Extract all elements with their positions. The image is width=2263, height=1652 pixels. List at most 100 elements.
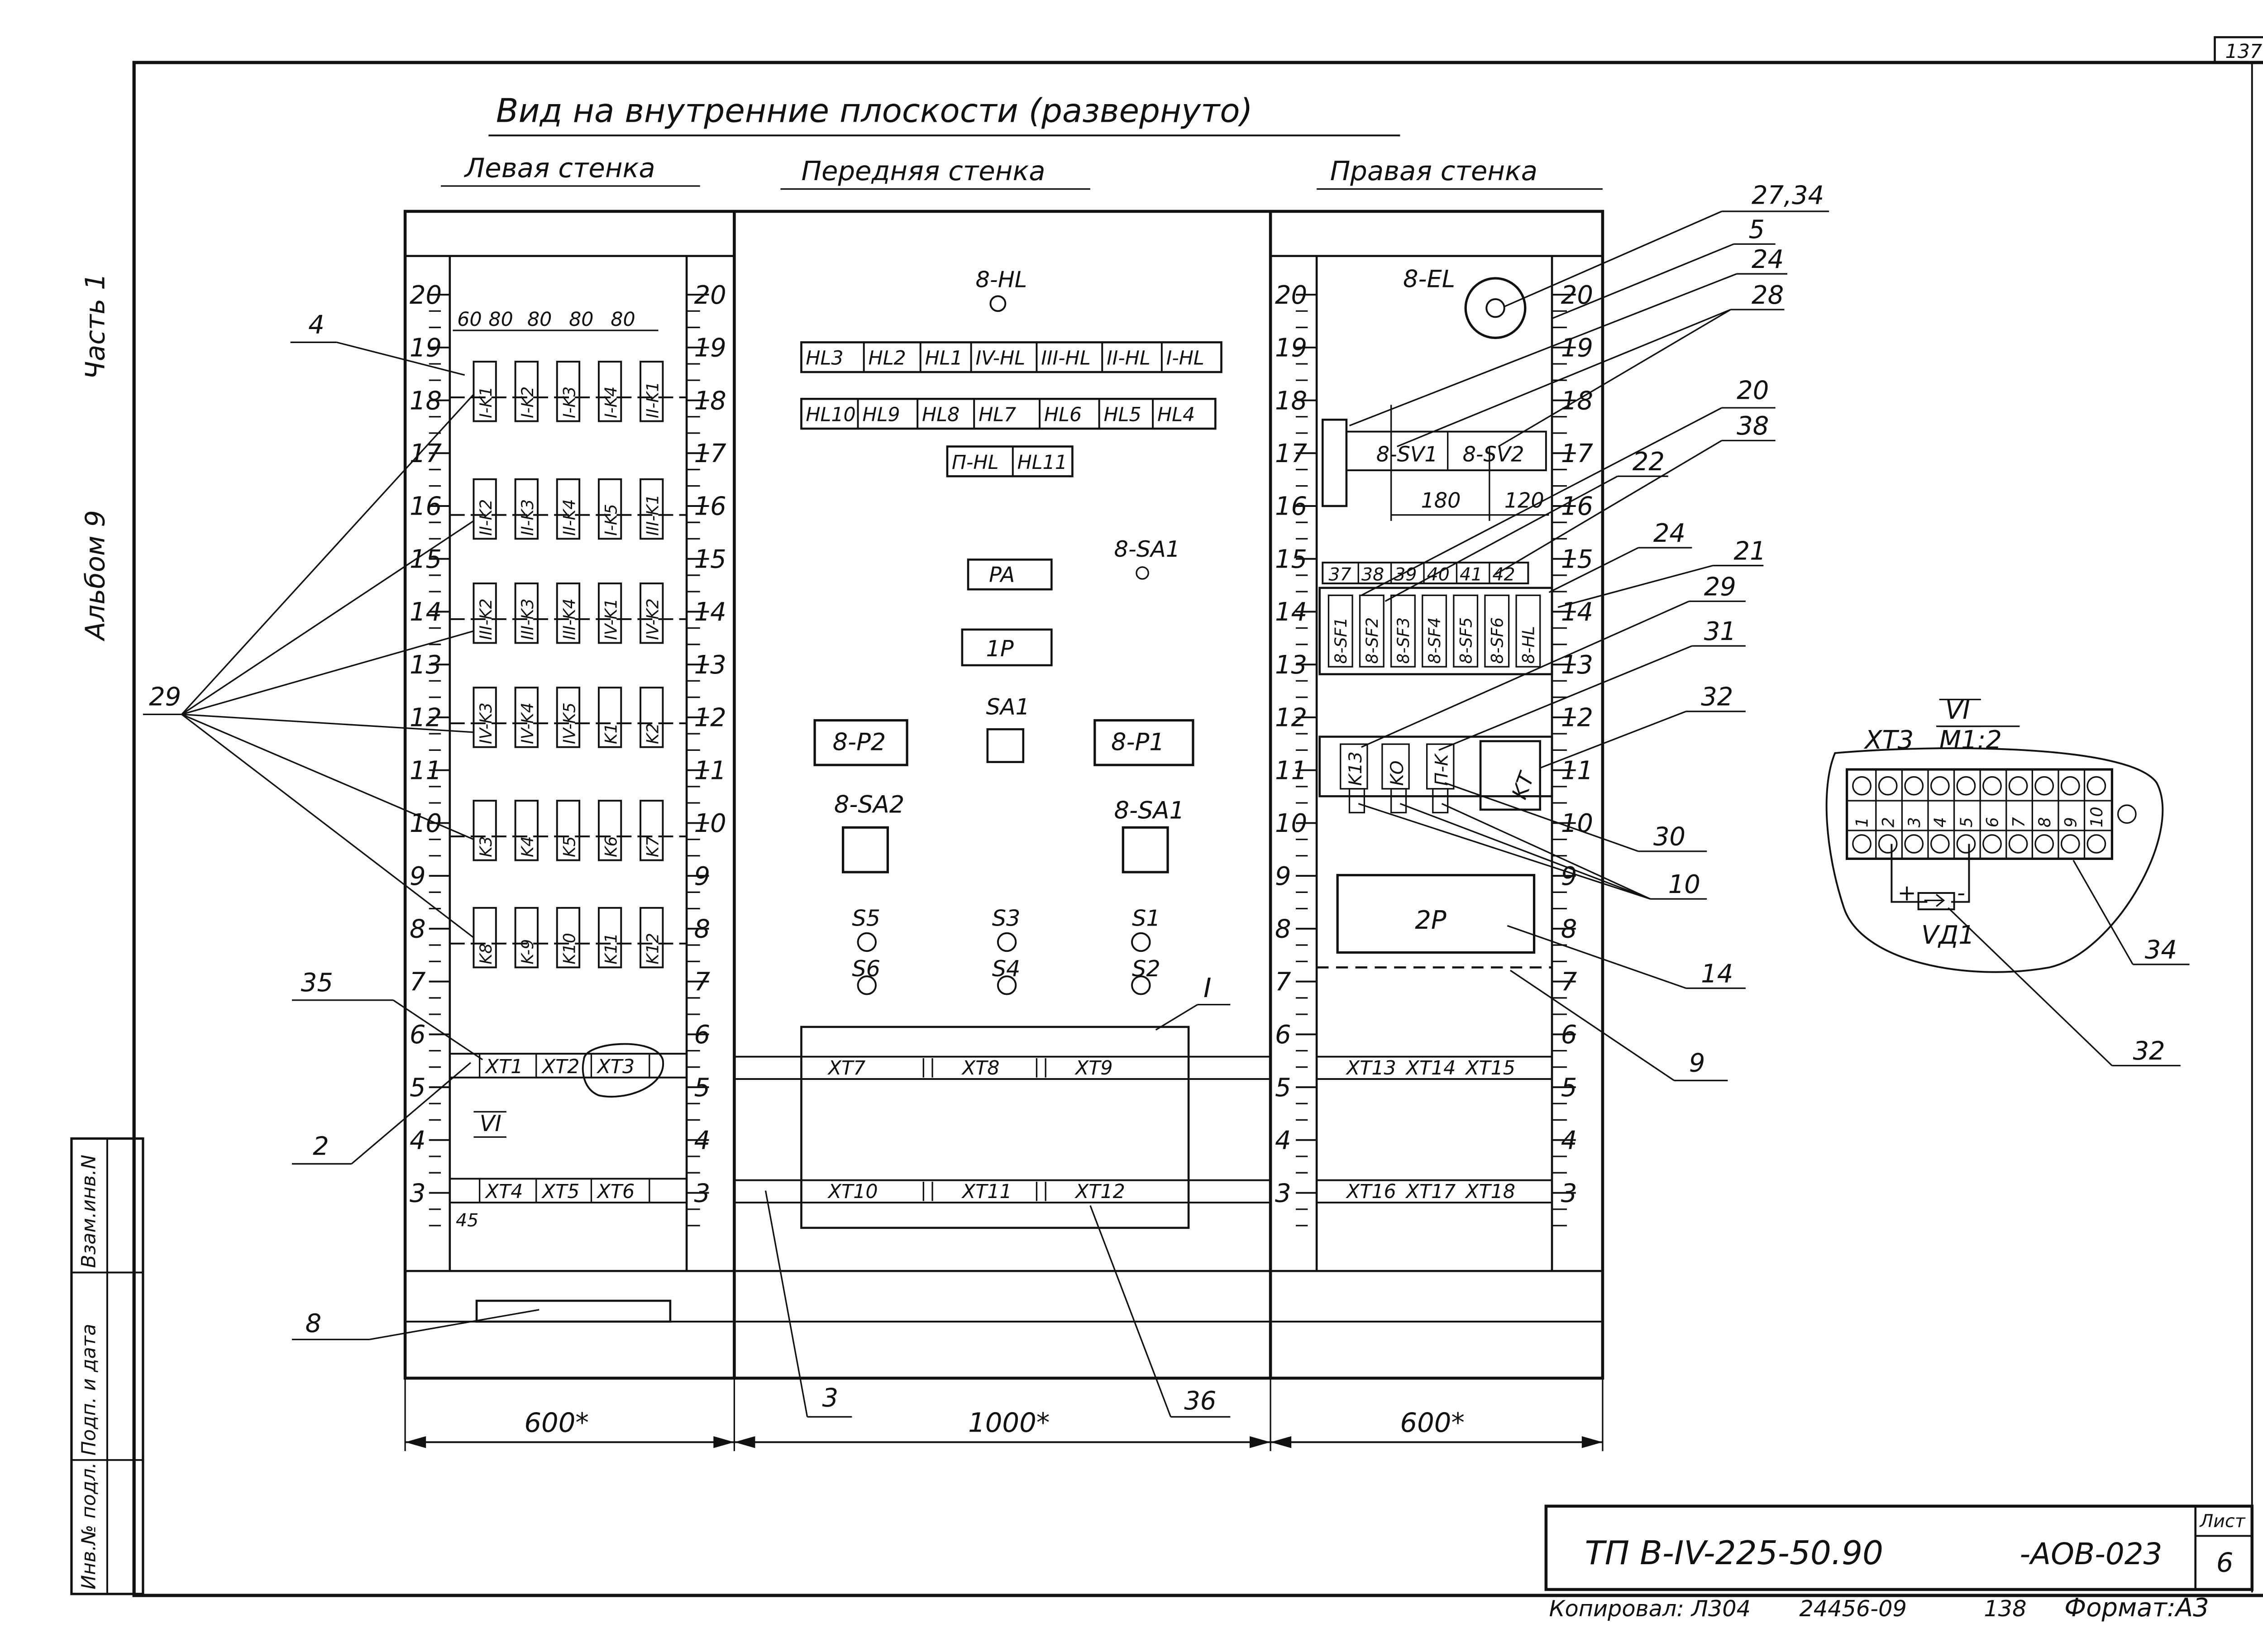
section-mark-i: I <box>1203 972 1211 1003</box>
relay-box <box>514 361 539 422</box>
relay-box <box>556 800 581 861</box>
switch-s4: S4 <box>992 955 1021 982</box>
footer-format: Формат:А3 <box>2064 1593 2209 1623</box>
relay-8p2-box <box>813 719 908 766</box>
indicator-hl3: HL3 <box>806 347 843 370</box>
relay-label: III-K3 <box>518 598 537 640</box>
relay-box <box>473 800 497 861</box>
switch-s1: S1 <box>1132 905 1160 931</box>
indicator-i-hl: I-HL <box>1166 347 1204 370</box>
relay-label: III-K2 <box>476 598 496 640</box>
left-wall-dimensions: 60 80 80 80 80 <box>453 308 659 331</box>
detail-terminal-number: 9 <box>2061 817 2080 827</box>
left-terminals-top: XT1 XT2 XT3 VI <box>449 1043 687 1138</box>
callout-36: 36 <box>1184 1386 1216 1416</box>
terminal-xt6: XT6 <box>597 1180 635 1203</box>
left-wall-width: 600* <box>524 1407 589 1438</box>
sheet-value: 6 <box>2216 1547 2234 1578</box>
relay-box <box>640 800 664 861</box>
relay-box <box>514 800 539 861</box>
left-outer-mark-8: 8 <box>410 915 426 944</box>
footer-copied: Копировал: Л304 <box>1549 1595 1751 1622</box>
breaker-block <box>1318 587 1553 675</box>
terminal-xt3: XT3 <box>597 1055 635 1078</box>
terminal-frame <box>800 1026 1190 1229</box>
relay-box <box>597 582 622 644</box>
right-wall-label: Правая стенка <box>1330 155 1537 186</box>
callout-20: 20 <box>1737 376 1769 405</box>
relay-box <box>514 582 539 644</box>
relay-box <box>473 687 497 748</box>
breaker-number: 38 <box>1361 564 1384 585</box>
breaker-number: 40 <box>1427 564 1450 585</box>
relay-label: I-K5 <box>601 504 621 535</box>
breaker-label: 8-SF3 <box>1394 617 1413 664</box>
relay-label: IV-K5 <box>559 702 579 744</box>
relay-label: K11 <box>601 933 621 964</box>
indicator-hl11: HL11 <box>1017 451 1067 474</box>
callout-27-34: 27,34 <box>1752 181 1824 210</box>
indicator-hl8: HL8 <box>922 404 960 426</box>
indicator-iii-hl: III-HL <box>1041 347 1090 370</box>
detail-callout-32: 32 <box>2133 1036 2165 1066</box>
relay-box <box>556 687 581 748</box>
right-outer-mark-4: 4 <box>1275 1126 1291 1155</box>
relay-label: II-K4 <box>559 499 579 536</box>
relay-box <box>556 361 581 422</box>
relay-8p1-box <box>1093 719 1194 766</box>
callout-24a: 24 <box>1752 245 1784 274</box>
relay-box <box>556 582 581 644</box>
indicator-hl4: HL4 <box>1157 404 1195 426</box>
right-outer-mark-3: 3 <box>1275 1179 1291 1208</box>
stamp-sign-date: Подп. и дата <box>78 1324 100 1456</box>
detail-terminal-number: 5 <box>1957 817 1976 827</box>
terminal-xt17: XT17 <box>1405 1180 1456 1203</box>
relay-label: K-9 <box>518 939 537 964</box>
relay-8p2-label: 8-P2 <box>833 728 886 756</box>
relay-2p-label: 2P <box>1415 906 1447 935</box>
breaker-number: 39 <box>1394 564 1417 585</box>
lamp-8-el-circle <box>1464 277 1527 339</box>
left-outer-mark-5: 5 <box>410 1073 426 1103</box>
relay-label: I-K2 <box>518 387 537 418</box>
title-block: ТП В-IV-225-50.90 -АОВ-023 Лист 6 Копиро… <box>1544 1504 2254 1623</box>
left-outer-mark-9: 9 <box>410 862 426 891</box>
indicator-hl7: HL7 <box>979 404 1016 426</box>
detail-terminal-number: 7 <box>2009 817 2028 827</box>
callout-29: 29 <box>149 683 181 712</box>
terminal-xt16: XT16 <box>1346 1180 1396 1203</box>
callout-8: 8 <box>306 1309 322 1338</box>
drawing-title: Вид на внутренние плоскости (развернуто) <box>496 92 1253 130</box>
detail-terminal-number: 1 <box>1852 817 1872 827</box>
relay-label: K8 <box>476 943 496 964</box>
breaker-label: 8-SF1 <box>1331 617 1351 664</box>
relay-label: K2 <box>643 723 663 744</box>
terminal-xt8: XT8 <box>961 1057 1000 1079</box>
album-part-label: Часть 1 <box>79 273 110 379</box>
indicator-iv-hl: IV-HL <box>975 347 1025 370</box>
indicator-hl2: HL2 <box>869 347 906 370</box>
breaker-label: 8-HL <box>1519 626 1538 664</box>
switch-s6: S6 <box>852 955 880 982</box>
relay-label: K3 <box>476 836 496 857</box>
front-wall-width: 1000* <box>968 1407 1050 1438</box>
relay-label: II-K2 <box>476 499 496 536</box>
callout-32: 32 <box>1701 683 1733 712</box>
right-outer-mark-5: 5 <box>1275 1073 1291 1103</box>
terminal-xt15: XT15 <box>1465 1057 1515 1079</box>
switch-8-sv2: 8-SV2 <box>1463 442 1524 466</box>
sa1-small-label: 8-SA1 <box>1114 536 1180 562</box>
stamp-inv-no: Инв.№ подл. <box>78 1462 100 1590</box>
detail-terminal-number: 3 <box>1905 817 1924 827</box>
terminal-xt18: XT18 <box>1465 1180 1515 1203</box>
album-label: Альбом 9 <box>79 510 110 642</box>
callout-3: 3 <box>822 1383 839 1413</box>
pa-box <box>967 559 1053 591</box>
terminal-xt9: XT9 <box>1074 1057 1113 1079</box>
terminal-xt1: XT1 <box>485 1055 523 1078</box>
